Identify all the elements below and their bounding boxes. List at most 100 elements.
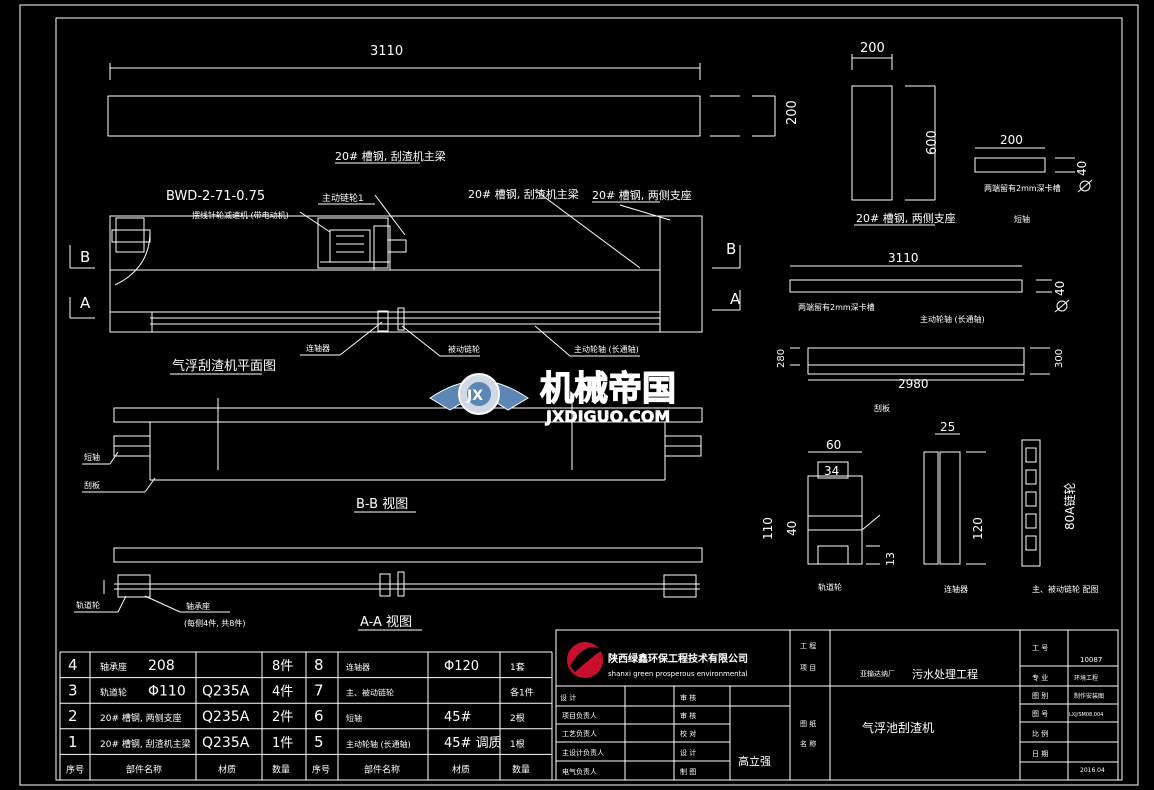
bom-row-name: 轨道轮 [100,687,127,699]
bom-row-name2: 主动轮轴 (长通轴) [346,739,411,749]
dim-wheel-od: 110 [761,517,775,540]
dim-wheel-bore: 34 [824,464,839,478]
label-coupling-name: 连轴器 [944,584,968,594]
bom-row-no: 2 [68,707,78,725]
label-column: 20# 槽钢, 两侧支座 [856,211,956,225]
bom-row-no: 3 [68,682,78,700]
aa-title: A-A 视图 [360,615,412,630]
title-block: 陕西绿鑫环保工程技术有限公司 shanxi green prosperous e… [555,629,1119,781]
label-short-shaft: 短轴 [84,452,100,462]
bom-header-mat: 材质 [218,763,236,775]
tb-role1: 项目负责人 [562,711,597,720]
bom-row-extra: Φ110 [148,684,186,700]
tb-designer: 设 计 [560,693,576,702]
short-shaft-detail: 200 40 两端留有2mm深卡槽 短轴 [974,133,1093,224]
label-beam-main2: 20# 槽钢, 刮渣机主梁 [468,187,579,201]
tb-role4: 电气负责人 [562,767,597,776]
tb-r-no-lbl: 工 号 [1032,644,1048,652]
dim-plate-h2: 300 [1054,349,1065,368]
bom-row-name: 20# 槽钢, 刮渣机主梁 [100,738,191,750]
company-name: 陕西绿鑫环保工程技术有限公司 [608,652,748,665]
label-long-shaft-name: 主动轮轴 (长通轴) [920,314,985,324]
section-a-left: A [80,294,91,312]
label-wheel-name: 轨道轮 [818,582,842,592]
bom-header-no2: 序号 [312,763,330,775]
bom-row-no2: 8 [314,656,324,674]
label-coupling: 连轴器 [306,343,330,353]
tb-role-r4: 制 图 [680,767,696,776]
bom-row-mat2: Φ120 [444,659,479,674]
dim-plate-len: 2980 [898,377,929,391]
tb-r-spec: 环境工程 [1074,674,1098,682]
watermark-en: JXDIGUO.COM [545,407,670,426]
bom-row-qty2: 各1件 [510,687,534,699]
tb-checker: 审 核 [680,693,696,702]
tb-role-r2: 校 对 [680,729,696,738]
bom-row-qty2: 1根 [510,738,525,750]
bom-row-qty: 1件 [272,736,293,751]
long-shaft-detail: 3110 40 两端留有2mm深卡槽 主动轮轴 (长通轴) [789,251,1070,324]
bom-row-qty2: 1套 [510,661,525,673]
column-detail: 200 600 20# 槽钢, 两侧支座 [851,41,956,226]
bom-row-qty: 8件 [272,659,293,674]
bom-row-extra: 208 [148,658,175,674]
tb-proj-name: 污水处理工程 [912,668,978,681]
section-a-right: A [730,290,741,308]
bom-row-no2: 6 [314,707,324,725]
bom-header-qty: 数量 [272,763,290,775]
bom-row-name2: 短轴 [346,713,362,723]
watermark: JX 机械帝国 JXDIGUO.COM [429,368,677,426]
tb-r-fig-lbl: 图 别 [1032,691,1048,700]
bom-row-name2: 主、被动链轮 [346,688,394,698]
dim-sprocket: 80A链轮 [1062,483,1077,530]
bb-view: 短轴 刮板 B-B 视图 [82,398,703,513]
dim-col-width: 200 [860,41,885,56]
dim-plate-h1: 280 [776,349,787,368]
dim-col-height: 600 [925,130,940,155]
label-main-beam: 20# 槽钢, 刮渣机主梁 [335,149,446,163]
watermark-logo: JX [466,388,483,404]
dim-shaft-small-dia: 40 [1075,161,1089,176]
dim-top-length: 3110 [370,44,403,59]
bom-row-qty: 2件 [272,710,293,725]
tb-r-fig: 制作安装图 [1074,692,1104,700]
tb-r-date: 2016.04 [1080,767,1105,774]
dim-coupling-w: 25 [940,420,955,434]
label-scraper: 刮板 [84,480,100,490]
tb-drawing-l2: 名 称 [800,739,816,748]
dim-shaft-long-len: 3110 [888,251,919,265]
company-name-en: shanxi green prosperous environmental [608,670,748,678]
aa-view: 轨道轮 轴承座 (每侧4件, 共8件) A-A 视图 [74,547,703,631]
plan-title: 气浮刮渣机平面图 [172,358,276,374]
bom-header-no: 序号 [66,763,84,775]
section-b-left: B [80,248,90,266]
label-beam-side: 20# 槽钢, 两侧支座 [592,188,692,202]
dim-wheel-13: 13 [884,552,897,566]
dim-shaft-long-dia: 40 [1053,281,1067,296]
label-drive-sprocket: 主动链轮1 [322,192,364,204]
tb-role3: 主设计负责人 [562,748,604,757]
bb-title: B-B 视图 [356,497,408,512]
top-beam-view: 3110 200 20# 槽钢, 刮渣机主梁 [107,44,800,164]
bom-header-name2: 部件名称 [364,763,400,775]
tb-r-num: LXJ/SM08.004 [1069,712,1103,718]
tb-role-r3: 设 计 [680,748,696,757]
sprocket-detail: 80A链轮 主、被动链轮 配图 [1021,439,1099,594]
bom-row-mat2: 45# [444,710,471,725]
bom-row-no2: 5 [314,733,324,751]
outer-frame [19,4,1139,786]
label-bearing-note: (每侧4件, 共8件) [184,618,246,628]
tb-proj-l2: 项 目 [800,664,816,672]
label-motor-model: BWD-2-71-0.75 [166,189,265,204]
wheel-detail: 60 34 110 40 13 轨道轮 [761,438,897,592]
label-driven-sprocket: 被动链轮 [448,344,480,354]
label-sprocket-name: 主、被动链轮 配图 [1032,584,1099,594]
bom-row-mat: Q235A [202,684,250,700]
bom-row-name: 轴承座 [100,661,127,673]
dim-shaft-small-len: 200 [1000,133,1023,147]
dim-wheel-id: 40 [785,521,799,536]
bom-header-qty2: 数量 [512,763,530,775]
bom-row-qty2: 2根 [510,712,525,724]
